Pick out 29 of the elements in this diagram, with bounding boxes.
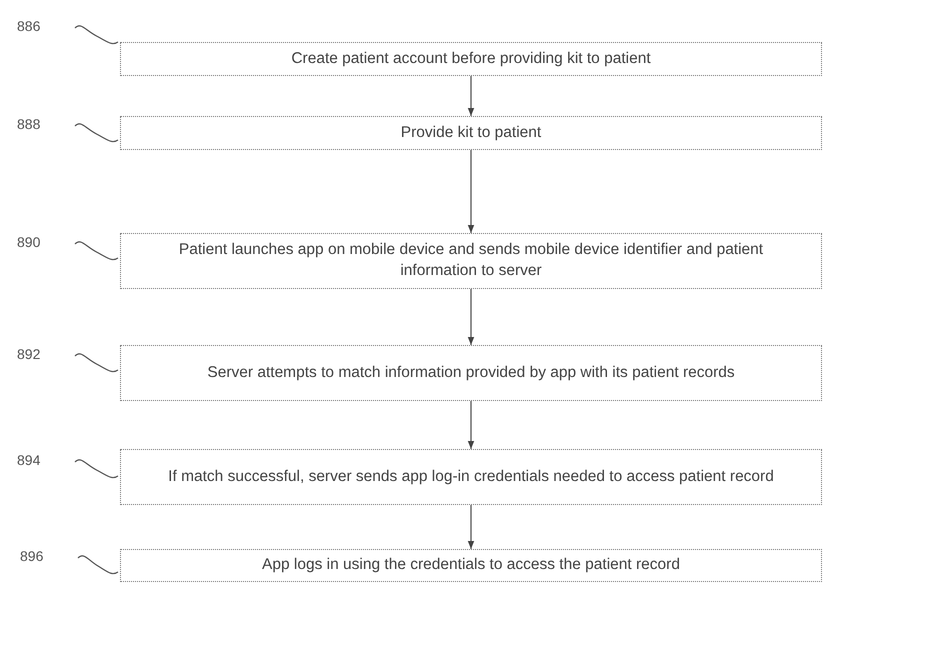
- reference-numeral: 894: [17, 452, 40, 468]
- arrow: [468, 150, 474, 233]
- leader-line: [74, 353, 118, 372]
- step-text: Patient launches app on mobile device and sends mobile device identifier and patient information to server: [178, 240, 764, 281]
- arrow: [468, 76, 474, 116]
- leader-line: [74, 241, 118, 260]
- leader-line: [74, 459, 118, 478]
- arrow: [468, 505, 474, 549]
- arrow: [468, 289, 474, 345]
- process-box: [120, 549, 822, 582]
- reference-numeral: 892: [17, 346, 40, 362]
- step-text: If match successful, server sends app log-in credentials needed to access patient record: [168, 466, 774, 487]
- reference-numeral: 888: [17, 116, 40, 132]
- process-box: [120, 42, 822, 76]
- step-text: App logs in using the credentials to access the patient record: [262, 555, 680, 576]
- leader-line: [74, 25, 118, 44]
- reference-numeral: 886: [17, 18, 40, 34]
- leader-line: [78, 555, 118, 574]
- process-box: [120, 449, 822, 505]
- process-box: [120, 233, 822, 289]
- leader-line: [74, 123, 118, 142]
- step-text: Create patient account before providing kit to patient: [291, 48, 651, 69]
- reference-numeral: 896: [20, 548, 44, 564]
- arrow: [468, 401, 474, 449]
- step-text: Provide kit to patient: [400, 122, 542, 143]
- reference-numeral: 890: [17, 234, 40, 250]
- step-text: Server attempts to match information provided by app with its patient records: [207, 362, 735, 383]
- process-box: [120, 116, 822, 150]
- process-box: [120, 345, 822, 401]
